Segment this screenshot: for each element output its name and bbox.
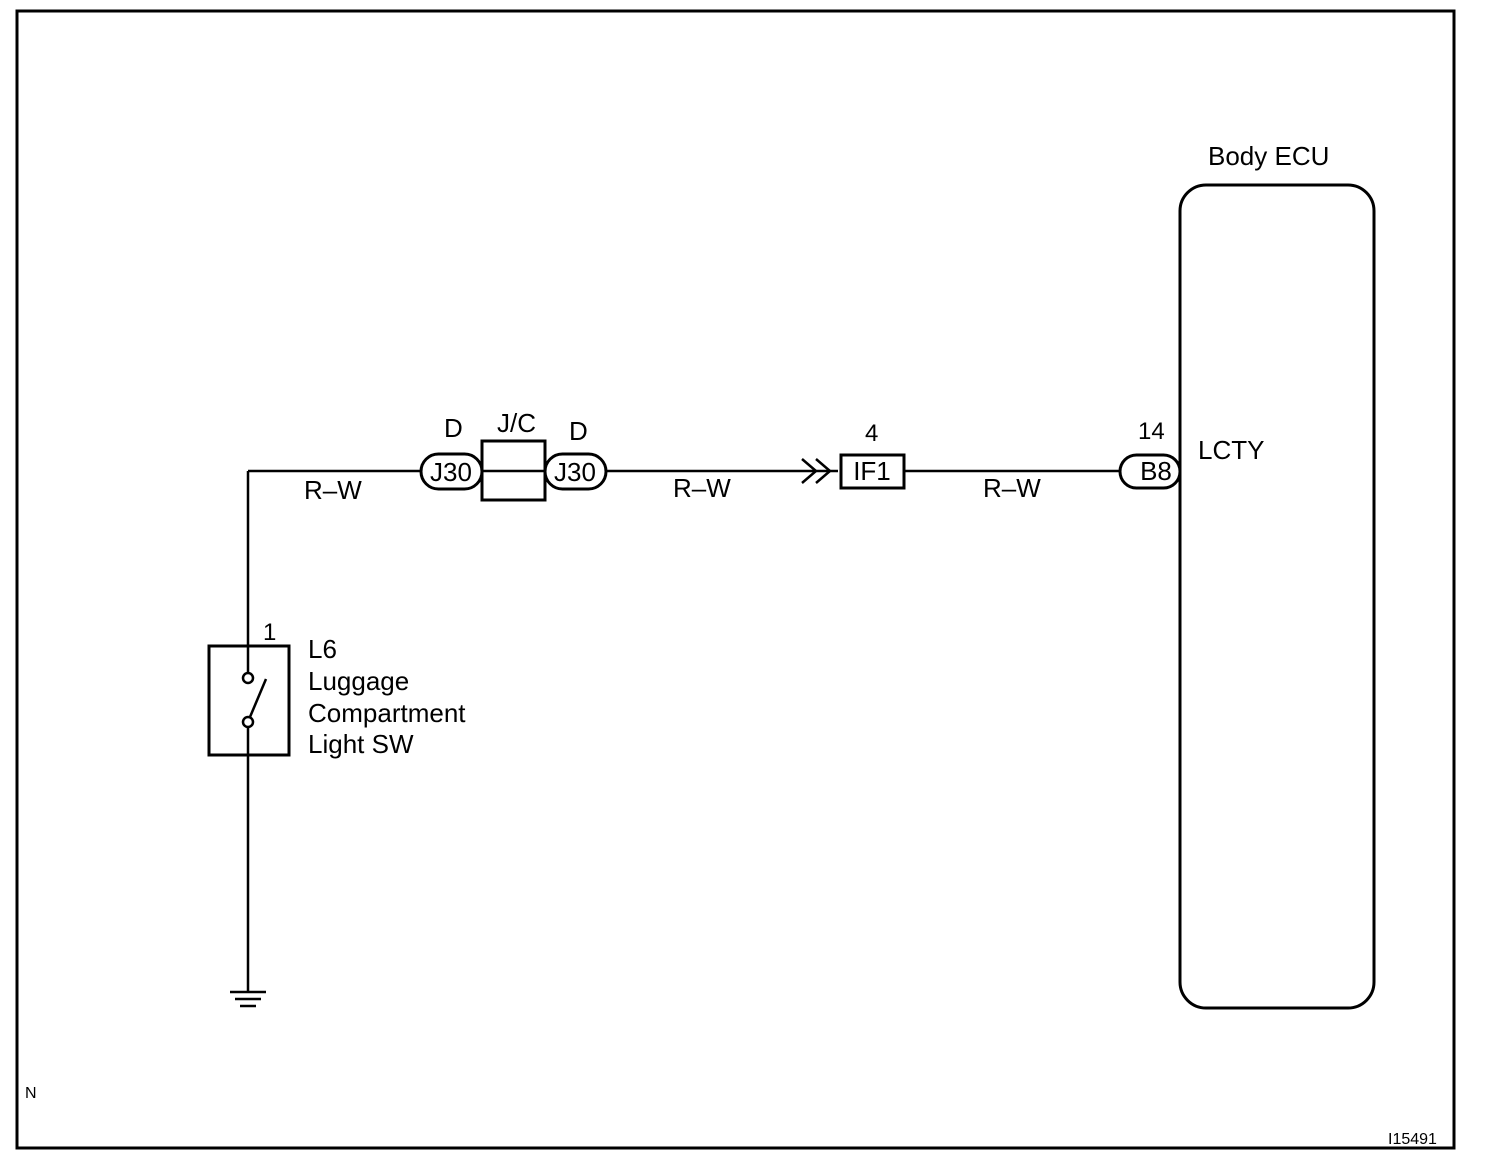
switch-name-line-3: Light SW (308, 729, 414, 759)
corner-mark: N (25, 1085, 37, 1102)
connector-j30-right (543, 452, 608, 491)
connector-if1-label: IF1 (853, 456, 891, 486)
body-ecu-box (1178, 183, 1376, 1010)
connector-b8 (1118, 453, 1182, 490)
switch-contact-icon (241, 671, 268, 729)
connector-j30-right-label: J30 (554, 457, 596, 487)
connector-j30-left-label: J30 (430, 457, 472, 487)
ecu-pin-number: 14 (1138, 418, 1165, 445)
wire-color-label-3: R–W (983, 473, 1041, 503)
inline-connector-arrow-icon (801, 458, 832, 484)
connector-if1-pin: 4 (865, 420, 878, 447)
junction-left-side: D (444, 413, 463, 443)
connector-b8-label: B8 (1140, 456, 1172, 486)
ground-icon (230, 990, 266, 1008)
connector-j30-left (419, 452, 484, 491)
wire-color-label-1: R–W (304, 475, 362, 505)
switch-pin-number: 1 (263, 619, 276, 646)
switch-name-line-2: Compartment (308, 698, 466, 728)
body-ecu-title: Body ECU (1208, 141, 1329, 171)
junction-right-side: D (569, 416, 588, 446)
wire-color-label-2: R–W (673, 473, 731, 503)
junction-label: J/C (497, 408, 536, 438)
switch-code: L6 (308, 634, 337, 664)
diagram-frame (15, 9, 1456, 1150)
switch-name-line-1: Luggage (308, 666, 409, 696)
connector-if1 (839, 453, 906, 490)
ecu-terminal-lcty: LCTY (1198, 435, 1264, 465)
figure-id: I15491 (1388, 1131, 1437, 1148)
